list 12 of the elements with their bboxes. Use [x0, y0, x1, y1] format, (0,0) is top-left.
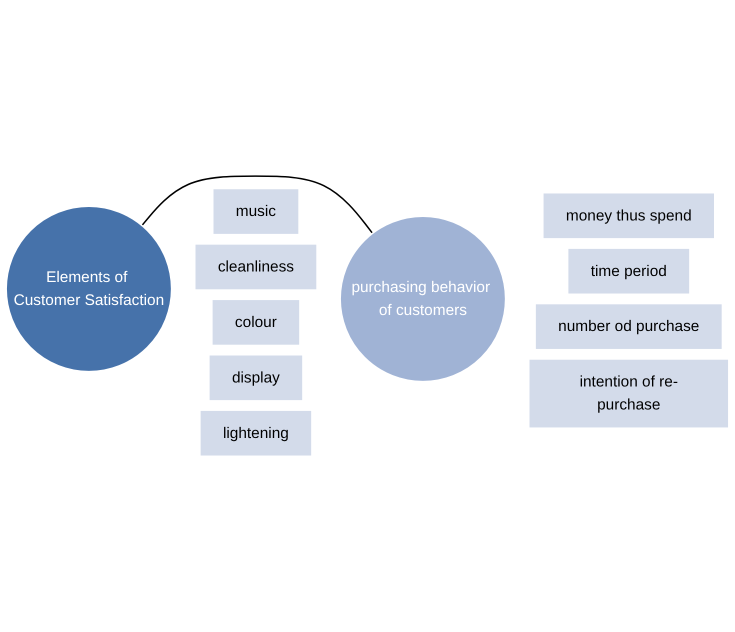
node-box: time period: [566, 247, 691, 295]
node-circle: purchasing behavior of customers: [339, 215, 506, 382]
node-box: lightening: [199, 409, 313, 457]
node-box: cleanliness: [194, 242, 318, 291]
node-box: display: [208, 354, 304, 402]
connector: [141, 175, 374, 234]
node-box: colour: [211, 298, 301, 346]
node-box: money thus spend: [542, 192, 716, 240]
node-box: number od purchase: [534, 302, 724, 350]
node-box: intention of re-purchase: [528, 358, 730, 429]
node-circle: Elements of Customer Satisfaction: [5, 205, 172, 372]
node-box: music: [212, 187, 300, 236]
